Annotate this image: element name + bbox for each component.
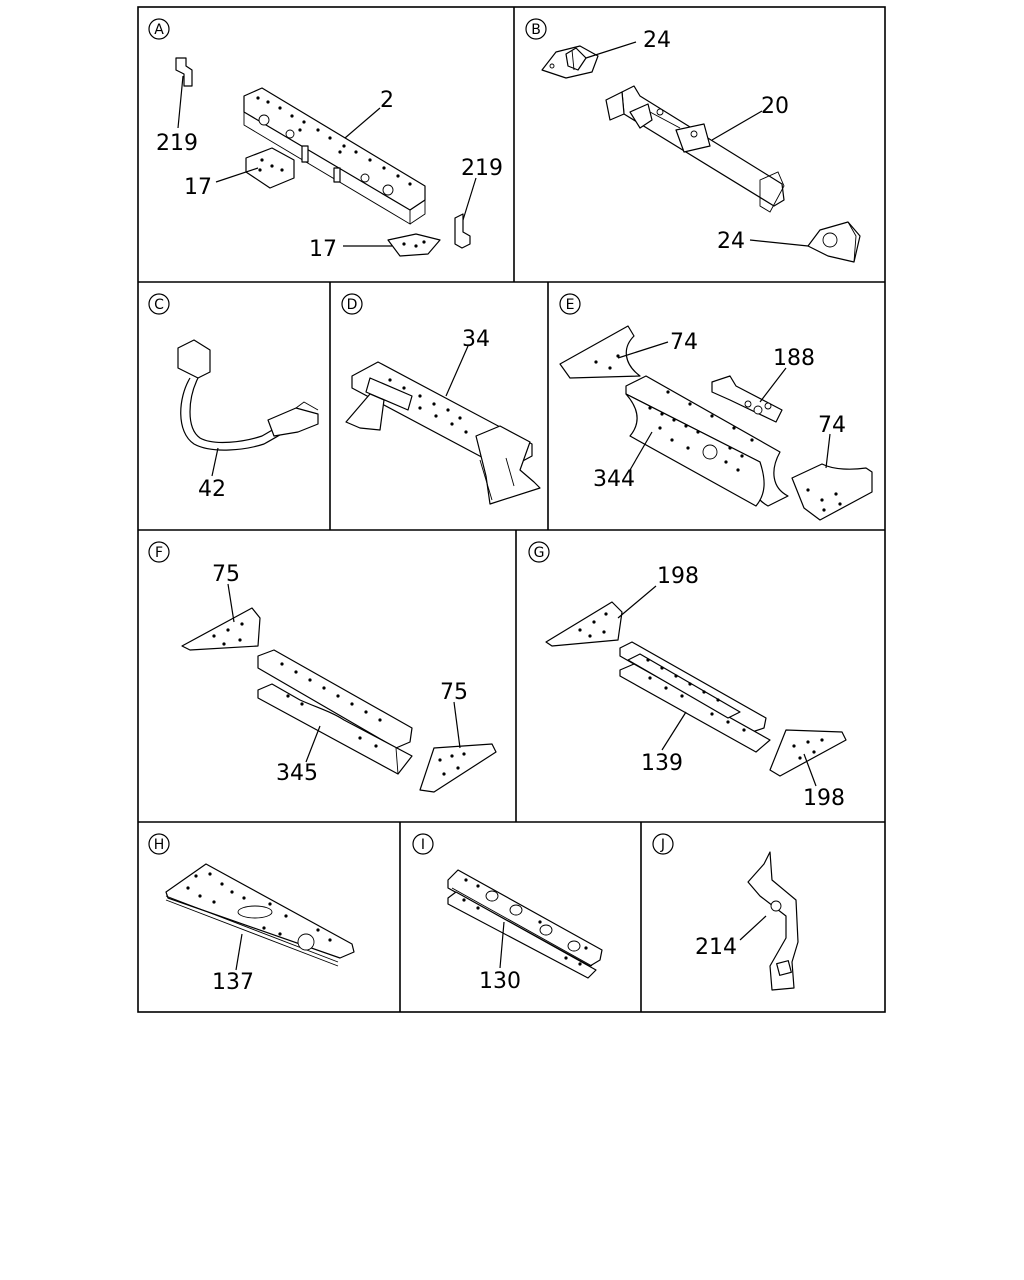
- panel-j-id-badge: J: [652, 833, 674, 855]
- panel-i: I 130: [412, 833, 603, 994]
- panel-i-id-badge: I: [412, 833, 434, 855]
- callout-label: 198: [803, 786, 845, 811]
- callout-label: 219: [156, 131, 198, 156]
- panel-c-id: C: [154, 297, 164, 313]
- callout-label: 130: [479, 969, 521, 994]
- panel-d-id: D: [347, 297, 358, 313]
- callout-label: 17: [184, 175, 212, 200]
- panel-a-id-badge: A: [148, 18, 170, 40]
- callout-label: 139: [641, 751, 683, 776]
- crossmember-part-139: [619, 641, 771, 753]
- panel-c: C 42: [148, 293, 319, 502]
- callout-label: 344: [593, 467, 635, 492]
- plate-part-17-lower: [387, 233, 441, 257]
- plate-part-17-upper: [245, 147, 295, 189]
- panel-d: D 34: [341, 293, 541, 505]
- pipe-part-42: [177, 339, 319, 451]
- crossmember-part-344: [625, 375, 789, 507]
- panel-e: E: [559, 293, 873, 521]
- crossmember-part-130: [447, 869, 603, 979]
- callout-label: 345: [276, 761, 318, 786]
- panel-d-id-badge: D: [341, 293, 363, 315]
- callout-label: 137: [212, 970, 254, 995]
- callout-label: 20: [761, 94, 789, 119]
- panel-h-id-badge: H: [148, 833, 170, 855]
- gusset-part-198-lower: [769, 729, 847, 777]
- callout-label: 74: [670, 330, 698, 355]
- panel-e-id: E: [566, 297, 575, 313]
- panel-i-id: I: [421, 837, 425, 853]
- bracket-part-219-lower: [454, 213, 471, 249]
- bracket-part-188: [711, 375, 783, 423]
- callout-label: 75: [212, 562, 240, 587]
- panel-a-id: A: [154, 22, 164, 38]
- mount-part-24-lower: [807, 221, 861, 263]
- crossmember-part-137: [165, 863, 355, 967]
- gusset-part-198-upper: [545, 601, 623, 647]
- callout-label: 24: [717, 229, 745, 254]
- panel-j: J 214: [652, 833, 799, 991]
- gusset-part-74-upper: [559, 325, 641, 379]
- panel-g-id-badge: G: [528, 541, 550, 563]
- panel-b-id-badge: B: [525, 18, 547, 40]
- crossmember-part-34: [345, 361, 541, 505]
- panel-f: F 75 75 345: [148, 541, 497, 793]
- callout-label: 24: [643, 28, 671, 53]
- panel-f-id-badge: F: [148, 541, 170, 563]
- callout-label: 74: [818, 413, 846, 438]
- panel-b-id: B: [531, 22, 541, 38]
- callout-label: 42: [198, 477, 226, 502]
- panel-g: G 198 139 198: [528, 541, 847, 811]
- panel-h-id: H: [154, 837, 165, 853]
- crossmember-part-345: [257, 649, 413, 775]
- panel-a: A: [148, 18, 503, 262]
- panel-h: H 137: [148, 833, 355, 995]
- panel-c-id-badge: C: [148, 293, 170, 315]
- crossmember-part-2: [243, 87, 426, 225]
- crossmember-part-20: [605, 85, 785, 213]
- callout-label: 219: [461, 156, 503, 181]
- callout-label: 188: [773, 346, 815, 371]
- callout-label: 198: [657, 564, 699, 589]
- panel-g-id: G: [534, 545, 545, 561]
- callout-label: 34: [462, 327, 490, 352]
- gusset-part-74-lower: [791, 463, 873, 521]
- bracket-part-219-upper: [175, 57, 193, 87]
- gusset-part-75-upper: [181, 607, 261, 651]
- panel-frame: [137, 6, 886, 1013]
- panel-e-id-badge: E: [559, 293, 581, 315]
- bracket-part-214: [747, 851, 799, 991]
- callout-label: 75: [440, 680, 468, 705]
- mount-part-24-upper: [541, 45, 599, 79]
- callout-label: 2: [380, 88, 394, 113]
- panel-f-id: F: [155, 545, 163, 561]
- callout-label: 17: [309, 237, 337, 262]
- panel-b: B 24 20 24: [525, 18, 861, 263]
- panel-j-id: J: [660, 837, 665, 853]
- callout-label: 214: [695, 935, 737, 960]
